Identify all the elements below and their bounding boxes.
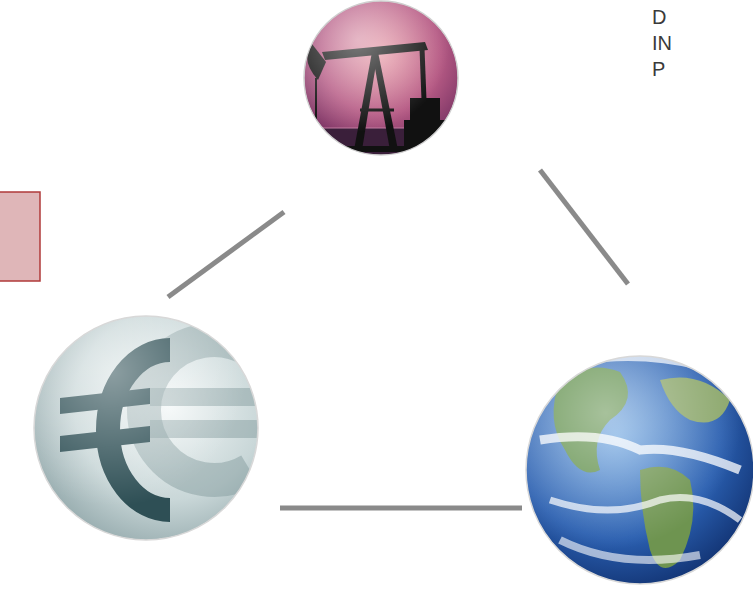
oil-pump-picture xyxy=(300,1,470,168)
globe-picture xyxy=(526,356,753,584)
connector-line xyxy=(280,506,522,511)
empty-box xyxy=(0,192,40,281)
euro-picture xyxy=(34,316,260,540)
circle-rim xyxy=(34,316,258,540)
connector-line xyxy=(168,212,284,297)
circle-rim xyxy=(526,356,753,584)
side-text: IN xyxy=(652,30,672,56)
side-text-block: DINP xyxy=(652,4,672,82)
circle-rim xyxy=(304,1,458,155)
connector-line xyxy=(540,170,628,284)
side-text: P xyxy=(652,56,672,82)
side-text: D xyxy=(652,4,672,30)
